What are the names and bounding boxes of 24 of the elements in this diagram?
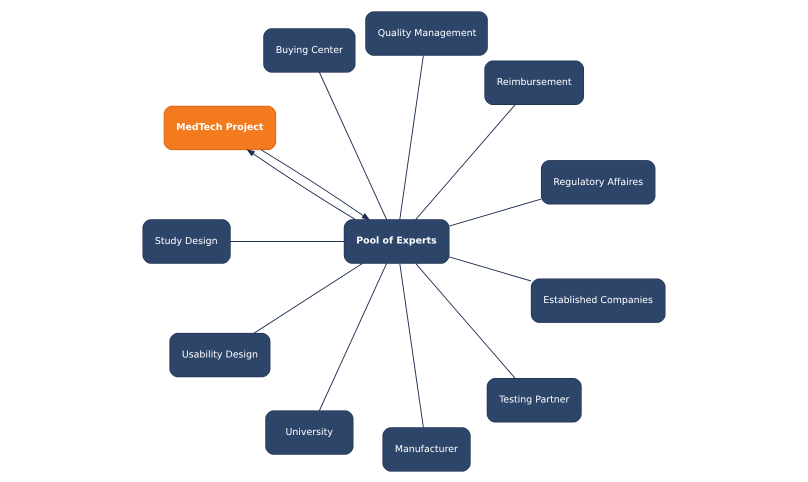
node-box: Study Design bbox=[142, 218, 231, 264]
connector bbox=[415, 104, 516, 220]
connector bbox=[318, 71, 388, 220]
connector bbox=[448, 198, 542, 226]
node-box: Buying Center bbox=[263, 28, 356, 72]
connector bbox=[399, 54, 424, 220]
node-box: University bbox=[265, 410, 354, 454]
arrow bbox=[246, 148, 356, 220]
node-box: Testing Partner bbox=[486, 378, 582, 422]
connector bbox=[399, 262, 424, 428]
connector bbox=[318, 262, 388, 411]
connector bbox=[230, 240, 344, 242]
node-box: Quality Management bbox=[365, 10, 488, 56]
node-box: Usability Design bbox=[169, 332, 270, 377]
node-box: Manufacturer bbox=[382, 426, 471, 472]
node-box: MedTech Project bbox=[164, 105, 276, 150]
connector bbox=[254, 262, 364, 334]
node-box: Regulatory Affaires bbox=[540, 160, 656, 204]
connector bbox=[415, 262, 516, 378]
node-box: Pool of Experts bbox=[344, 218, 450, 264]
connector bbox=[448, 256, 532, 281]
node-box: Reimbursement bbox=[484, 60, 584, 104]
node-box: Established Companies bbox=[530, 278, 666, 322]
arrow bbox=[260, 148, 370, 220]
